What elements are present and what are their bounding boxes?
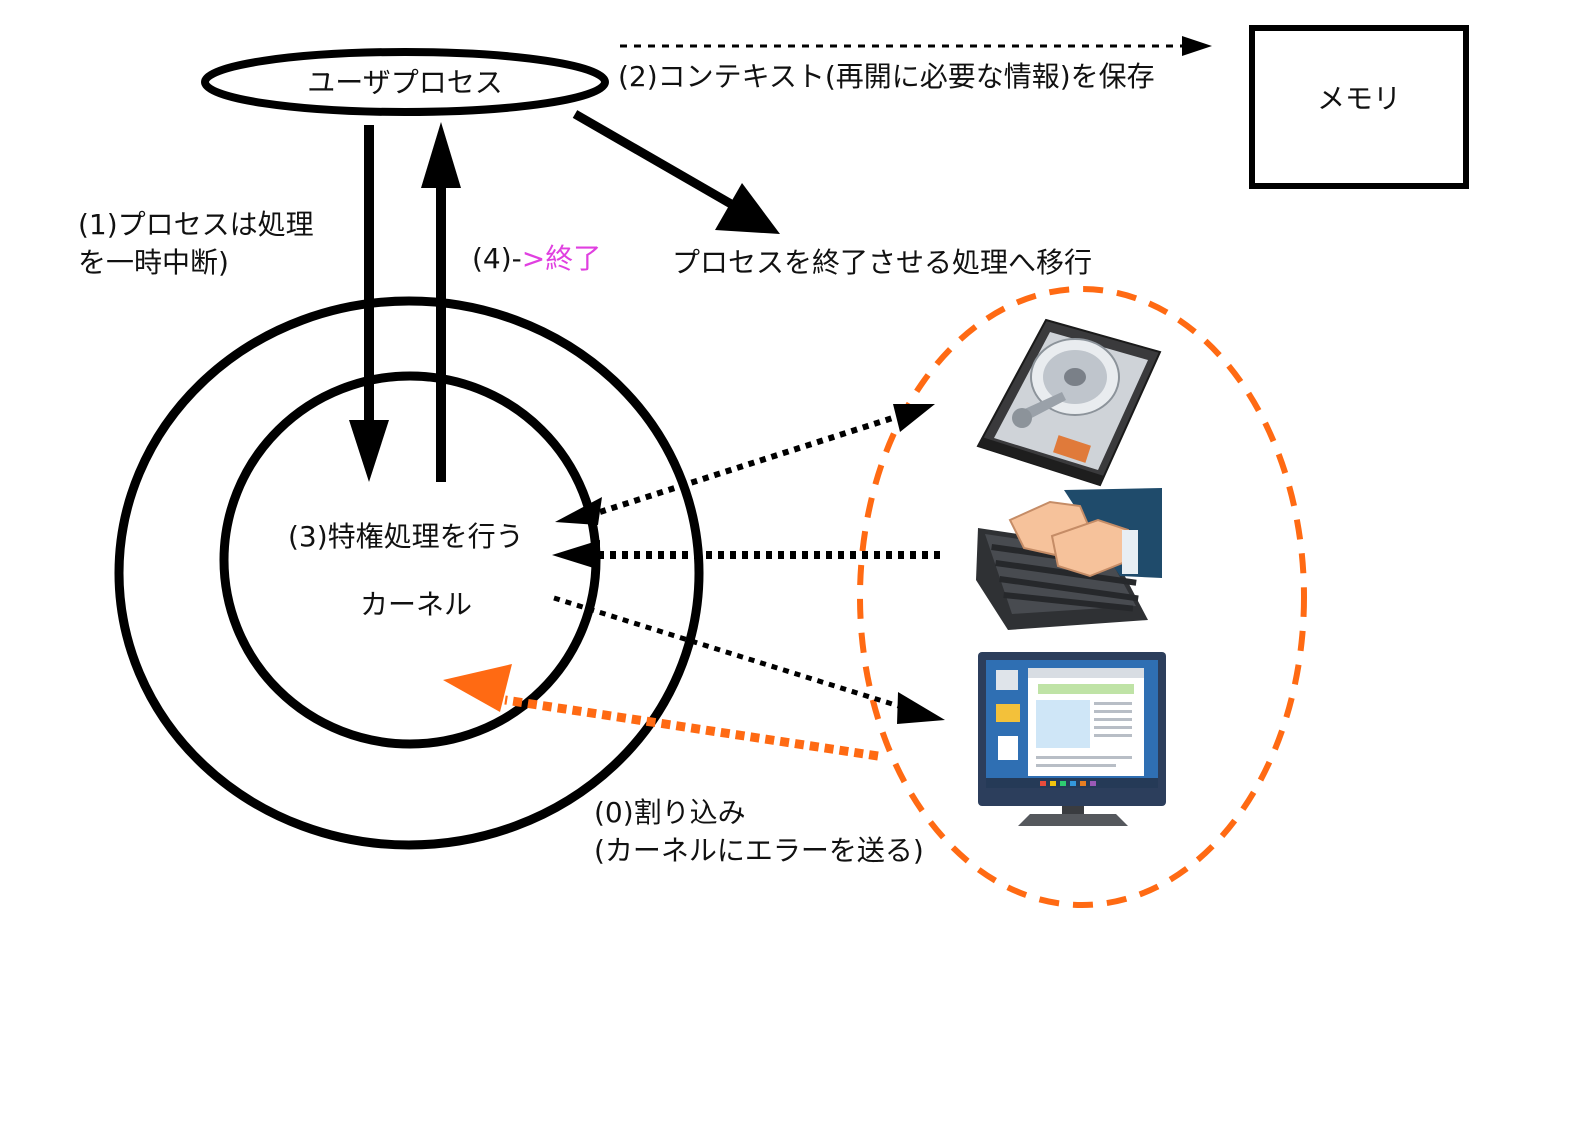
step0-label-line2: (カーネルにエラーを送る)	[594, 834, 924, 867]
kernel-ring	[219, 371, 601, 749]
step2-label: (2)コンテキスト(再開に必要な情報)を保存	[618, 60, 1155, 93]
resume-arrowhead	[421, 122, 461, 188]
hard-disk-icon	[976, 318, 1162, 487]
memory-node	[1249, 25, 1469, 189]
step1-label-line1: (1)プロセスは処理	[78, 208, 314, 241]
terminate-arrow	[572, 110, 741, 212]
interrupt-arrowhead	[443, 664, 512, 712]
terminate-arrowhead	[715, 183, 780, 234]
outer-ring	[114, 296, 704, 850]
save-context-arrowhead	[1182, 36, 1212, 56]
interrupt-arrow	[504, 695, 879, 761]
monitor-icon	[978, 652, 1166, 826]
user-process-label: ユーザプロセス	[307, 66, 502, 99]
monitor-link	[553, 595, 906, 711]
suspend-arrowhead	[349, 420, 389, 482]
kernel-label: カーネル	[360, 588, 472, 621]
disk-link-head-disk	[893, 404, 935, 432]
terminate-label: プロセスを終了させる処理へ移行	[672, 246, 1092, 279]
step4-prefix: (4)-	[472, 242, 522, 275]
disk-link	[599, 411, 906, 515]
disk-link-head-kernel	[555, 497, 602, 525]
step0-label-line1: (0)割り込み	[594, 796, 746, 829]
step4-suffix: >終了	[522, 242, 601, 275]
step4-label: (4)->終了	[472, 242, 601, 275]
step3-label: (3)特権処理を行う	[288, 520, 524, 553]
devices-group	[857, 286, 1307, 908]
user-process-node	[201, 48, 609, 116]
monitor-link-head	[897, 692, 945, 724]
memory-label: メモリ	[1317, 82, 1401, 115]
keyboard-link-head	[552, 540, 600, 570]
step1-label-line2: を一時中断)	[78, 246, 229, 279]
keyboard-icon	[976, 488, 1162, 630]
